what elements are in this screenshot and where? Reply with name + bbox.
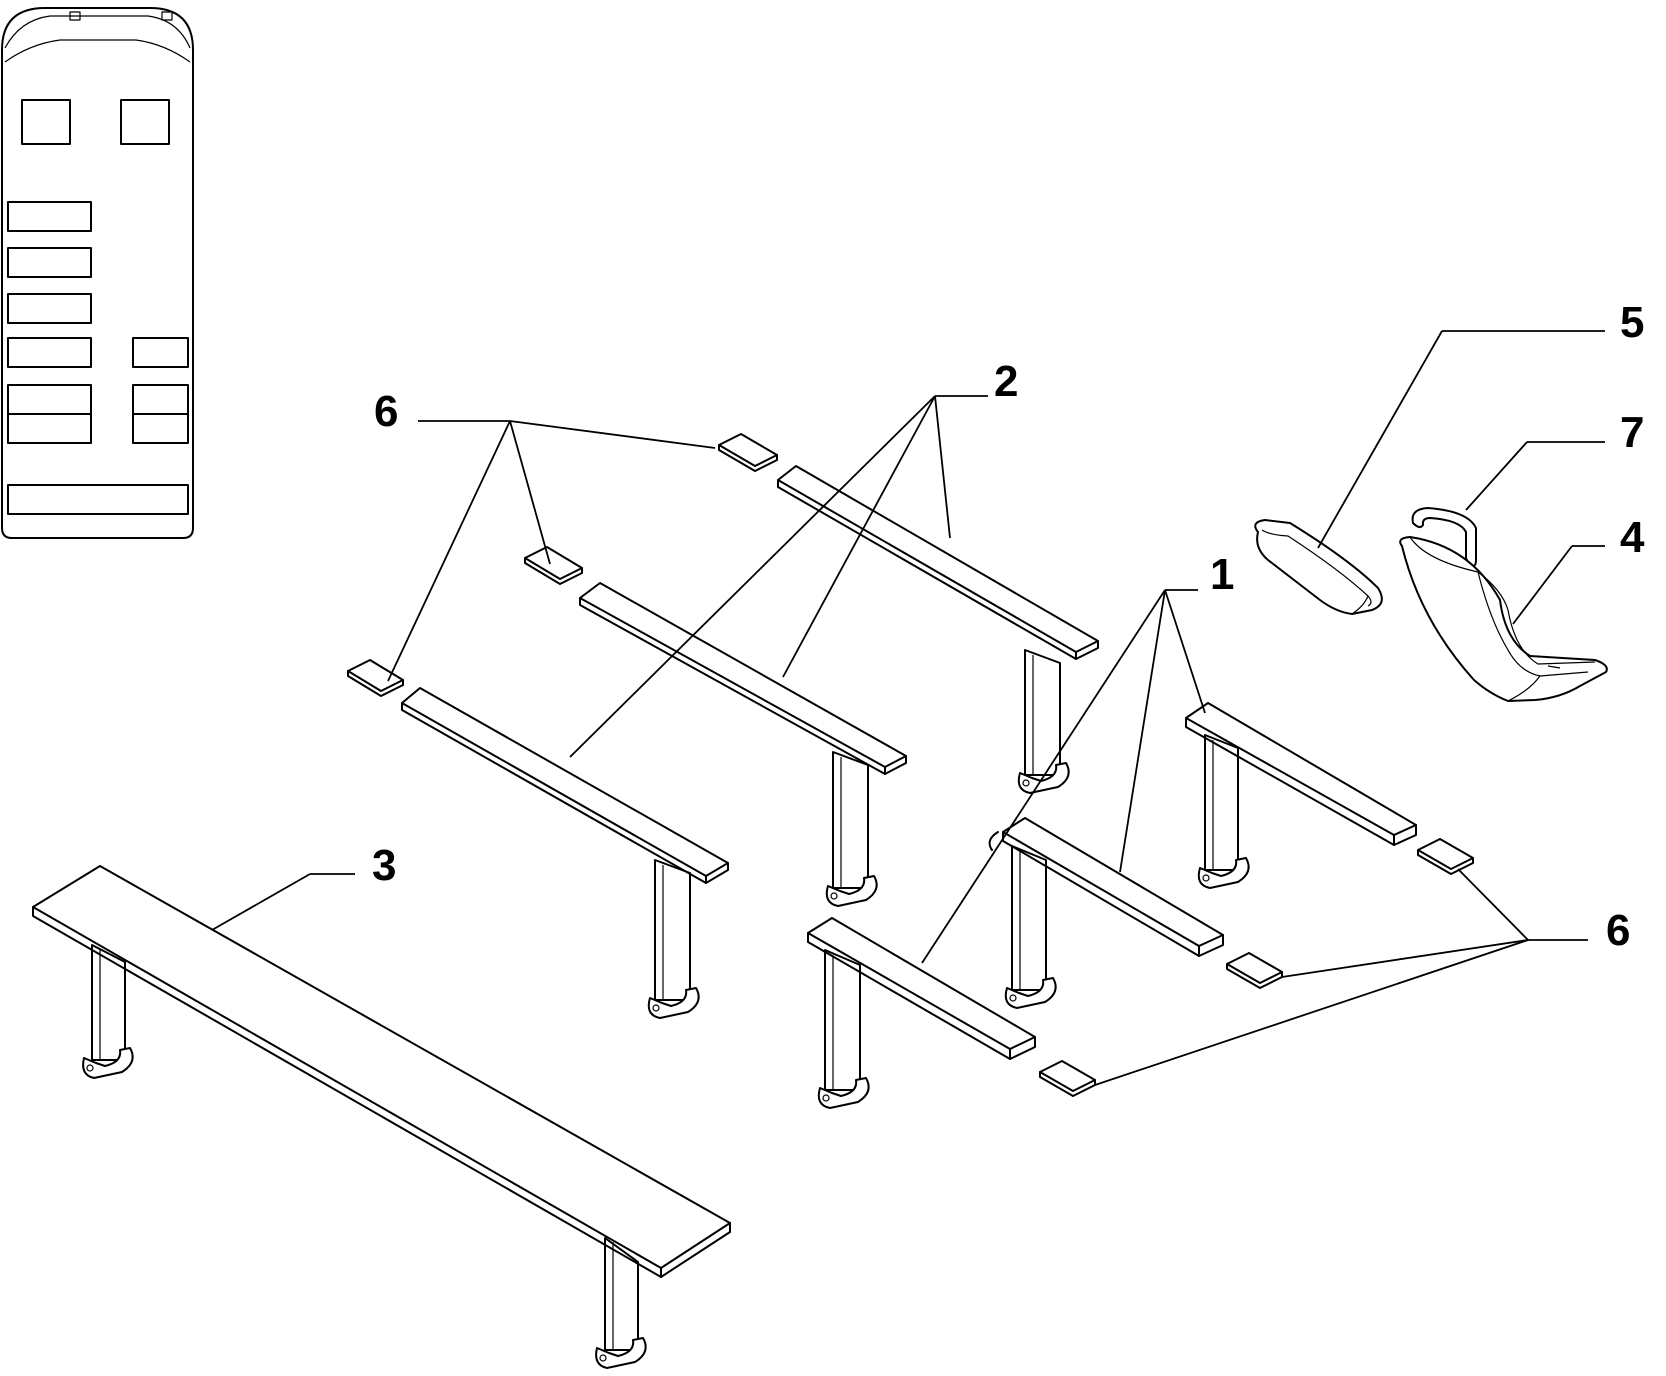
pad-group-left bbox=[347, 433, 778, 697]
pad bbox=[347, 659, 404, 697]
bench-2-back bbox=[777, 465, 1099, 794]
bench-1-back bbox=[1185, 702, 1417, 889]
callout-6-left: 6 bbox=[374, 387, 398, 436]
bench-leg bbox=[82, 944, 134, 1079]
pad bbox=[1039, 1060, 1096, 1097]
callout-6-right: 6 bbox=[1606, 906, 1630, 955]
pad-group-right bbox=[1039, 838, 1474, 1097]
bench-1-middle bbox=[988, 817, 1224, 1009]
bench-leg bbox=[595, 1237, 647, 1369]
leader-lines bbox=[211, 330, 1605, 1086]
pad bbox=[1417, 838, 1474, 875]
seat-shell-4 bbox=[1399, 536, 1608, 702]
bus-floorplan-inset bbox=[1, 7, 194, 539]
callout-4: 4 bbox=[1620, 513, 1645, 562]
callout-3: 3 bbox=[372, 841, 396, 890]
callout-2: 2 bbox=[994, 357, 1018, 406]
pad bbox=[1226, 952, 1283, 989]
callout-labels: 6 2 3 1 5 7 4 6 bbox=[372, 298, 1645, 955]
callout-7: 7 bbox=[1620, 408, 1644, 457]
pad bbox=[718, 433, 778, 472]
bench-1-front bbox=[807, 917, 1036, 1109]
bench-2-middle bbox=[579, 582, 907, 907]
pad bbox=[524, 546, 583, 585]
armrest-cushion-5 bbox=[1254, 519, 1383, 615]
bench-long-3 bbox=[32, 865, 731, 1369]
bench-2-front bbox=[401, 687, 729, 1019]
callout-1: 1 bbox=[1210, 550, 1234, 599]
callout-5: 5 bbox=[1620, 298, 1644, 347]
